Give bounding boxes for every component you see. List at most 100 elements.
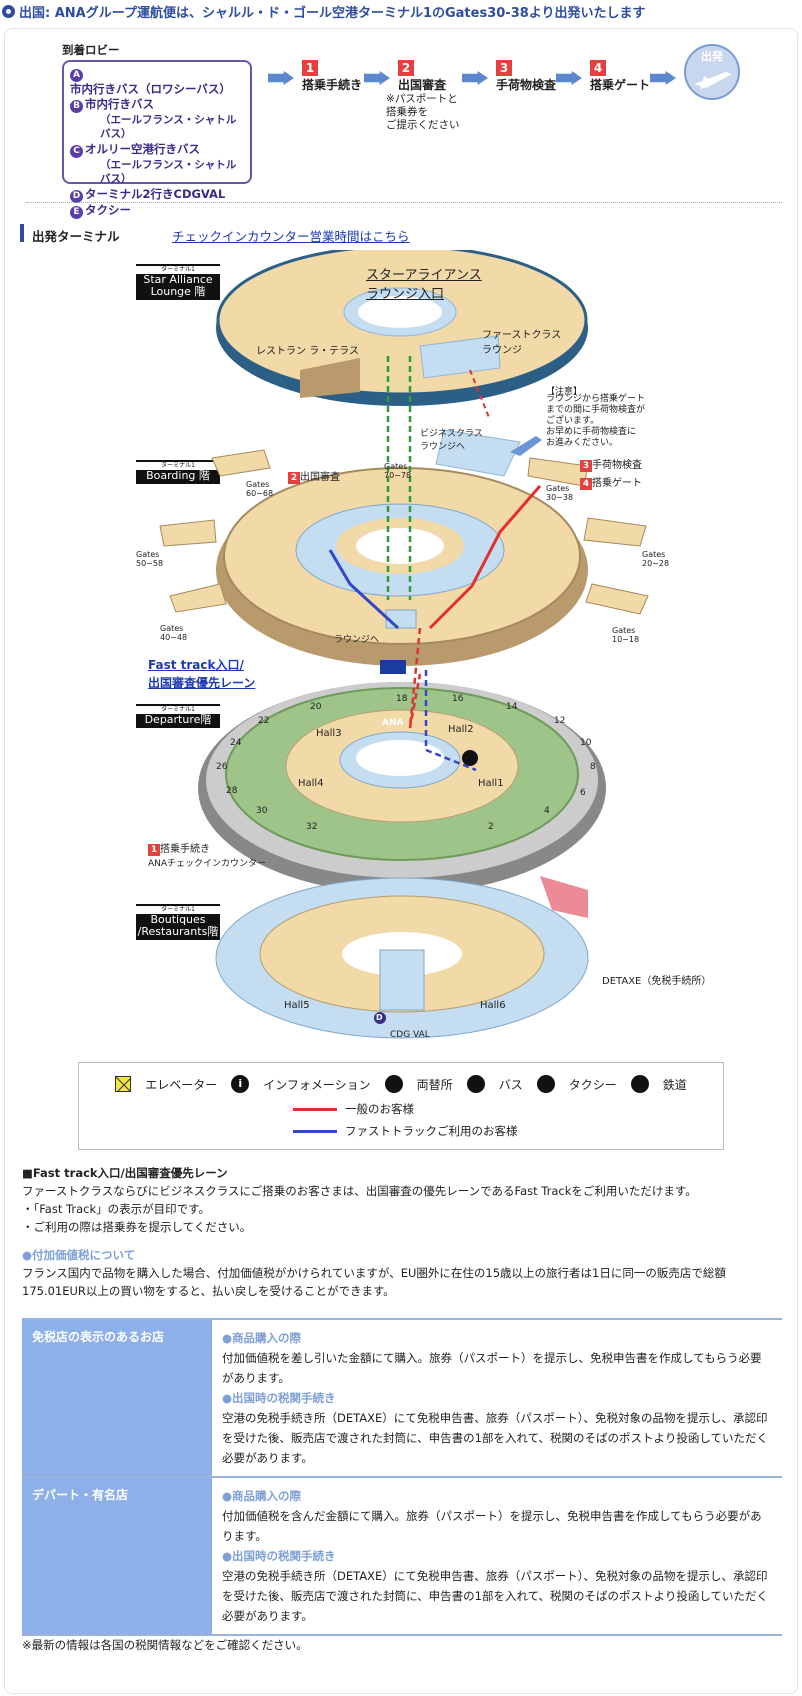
legend-exchange: 両替所 — [416, 1077, 453, 1092]
label-gates-50: Gates 50−58 — [136, 550, 164, 568]
counter-label: 6 — [580, 788, 586, 798]
counter-label: 14 — [506, 702, 518, 712]
label-star-alliance: スターアライアンス ラウンジ入口 — [366, 268, 482, 302]
fast-track-line: ・ご利用の際は搭乗券を提示してください。 — [22, 1220, 252, 1234]
counter-label: 8 — [590, 762, 596, 772]
label-hall6: Hall6 — [480, 1000, 506, 1011]
counter-label: 24 — [230, 738, 242, 748]
routes — [328, 356, 542, 772]
label-restaurant: レストラン ラ・テラス — [256, 346, 359, 357]
counter-label: 10 — [580, 738, 592, 748]
legend: エレベーター i インフォメーション 両替所 バス タクシー 鉄道 一般のお客様… — [78, 1062, 724, 1150]
counter-label: 20 — [310, 702, 322, 712]
fast-track-link[interactable]: Fast track入口/ 出国審査優先レーン — [148, 658, 256, 690]
legend-bus: バス — [498, 1077, 523, 1092]
vat-table: 免税店の表示のあるお店 ●商品購入の際 付加価値税を差し引いた金額にて購入。旅券… — [22, 1318, 782, 1636]
terminal-diagram — [159, 250, 649, 1039]
page-title: 出国: ANAグループ運航便は、シャルル・ド・ゴール空港ターミナル1のGates… — [0, 0, 802, 22]
blue-arrow-icon — [293, 1129, 337, 1133]
label-hall5: Hall5 — [284, 1000, 310, 1011]
exchange-icon — [384, 1075, 403, 1093]
section-title: 出発ターミナル — [32, 229, 120, 244]
label-gates-70: Gates 70−78 — [384, 462, 412, 480]
checkin-hours-link[interactable]: チェックインカウンター営業時間はこちら — [172, 229, 410, 244]
counter-label: 12 — [554, 716, 566, 726]
flow-arrow-icon — [556, 71, 582, 85]
lobby-item-a[interactable]: A市内行きバス（ロワシーバス） — [70, 69, 231, 96]
flow-arrow-icon — [650, 71, 676, 85]
table-row-cell: ●商品購入の際 付加価値税を差し引いた金額にて購入。旅券（パスポート）を提示し、… — [222, 1331, 768, 1465]
label-cdgval: CDG VAL — [390, 1030, 430, 1040]
label-note-body: ラウンジから搭乗ゲート までの間に手荷物検査が ございます。 お早めに手荷物検査… — [546, 394, 646, 448]
counter-label: 32 — [306, 822, 318, 832]
fast-track-section: ■Fast track入口/出国審査優先レーン ファーストクラスならびにビジネス… — [22, 1164, 782, 1236]
boutiques-floor — [215, 876, 589, 1039]
flow-arrow-icon — [462, 71, 488, 85]
vat-section: ●付加価値税について フランス国内で品物を購入した場合、付加価値税がかけられてい… — [22, 1246, 782, 1300]
counter-label: 2 — [488, 822, 494, 832]
content-frame — [4, 28, 798, 1694]
vat-title: ●付加価値税について — [22, 1248, 136, 1262]
airplane-icon — [694, 72, 732, 90]
label-gates-30: Gates 30−38 — [546, 484, 574, 502]
train-icon — [630, 1075, 649, 1093]
counter-label: 28 — [226, 786, 238, 796]
lobby-item-c-sub: （エールフランス・シャトルバス） — [100, 158, 237, 186]
label-hall3: Hall3 — [316, 728, 342, 739]
label-hall4: Hall4 — [298, 778, 324, 789]
label-to-lounge: ラウンジへ — [334, 635, 380, 645]
label-note-title: 【注意】 — [546, 387, 583, 397]
elevator-icon — [115, 1076, 132, 1092]
departure-badge: 出発 — [684, 44, 740, 100]
label-first-class: ファーストクラス ラウンジ — [482, 330, 562, 356]
label-hall2: Hall2 — [448, 724, 474, 735]
info-icon: i — [231, 1075, 250, 1093]
label-detaxe: DETAXE（免税手続所） — [602, 976, 712, 987]
table-row-cell: ●商品購入の際 付加価値税を含んだ金額にて購入。旅券（パスポート）を提示し、免税… — [222, 1489, 768, 1623]
label-gates-60: Gates 60−68 — [246, 480, 274, 498]
section-bar — [20, 224, 24, 242]
table-row-head: デパート・有名店 — [22, 1478, 212, 1634]
label-gates-10: Gates 10−18 — [612, 626, 640, 644]
table-row: デパート・有名店 ●商品購入の際 付加価値税を含んだ金額にて購入。旅券（パスポー… — [22, 1478, 782, 1636]
divider — [26, 202, 782, 203]
airplane-icon — [510, 436, 542, 456]
label-checkin-counter: ANAチェックインカウンター — [148, 859, 267, 869]
label-gates-20: Gates 20−28 — [642, 550, 670, 568]
departure-floor — [198, 660, 606, 894]
legend-elevator: エレベーター — [145, 1077, 218, 1092]
legend-info: インフォメーション — [263, 1077, 371, 1092]
counter-label: 18 — [396, 694, 408, 704]
table-row-head: 免税店の表示のあるお店 — [22, 1320, 212, 1476]
counter-label: 30 — [256, 806, 268, 816]
fast-track-title: ■Fast track入口/出国審査優先レーン — [22, 1166, 228, 1180]
flow-arrow-icon — [268, 71, 294, 85]
red-arrow-icon — [293, 1107, 337, 1111]
bullet-icon — [2, 4, 15, 18]
label-mark-d: D — [376, 1013, 383, 1022]
taxi-icon — [536, 1075, 555, 1093]
lobby-title: 到着ロビー — [62, 43, 120, 57]
footer-note: ※最新の情報は各国の税関情報などをご確認ください。 — [22, 1638, 308, 1652]
table-row: 免税店の表示のあるお店 ●商品購入の際 付加価値税を差し引いた金額にて購入。旅券… — [22, 1320, 782, 1478]
bus-icon — [466, 1075, 485, 1093]
lounge-floor — [216, 250, 588, 477]
legend-blue-row: ファストトラックご利用のお客様 — [293, 1123, 723, 1139]
counter-label: 22 — [258, 716, 270, 726]
